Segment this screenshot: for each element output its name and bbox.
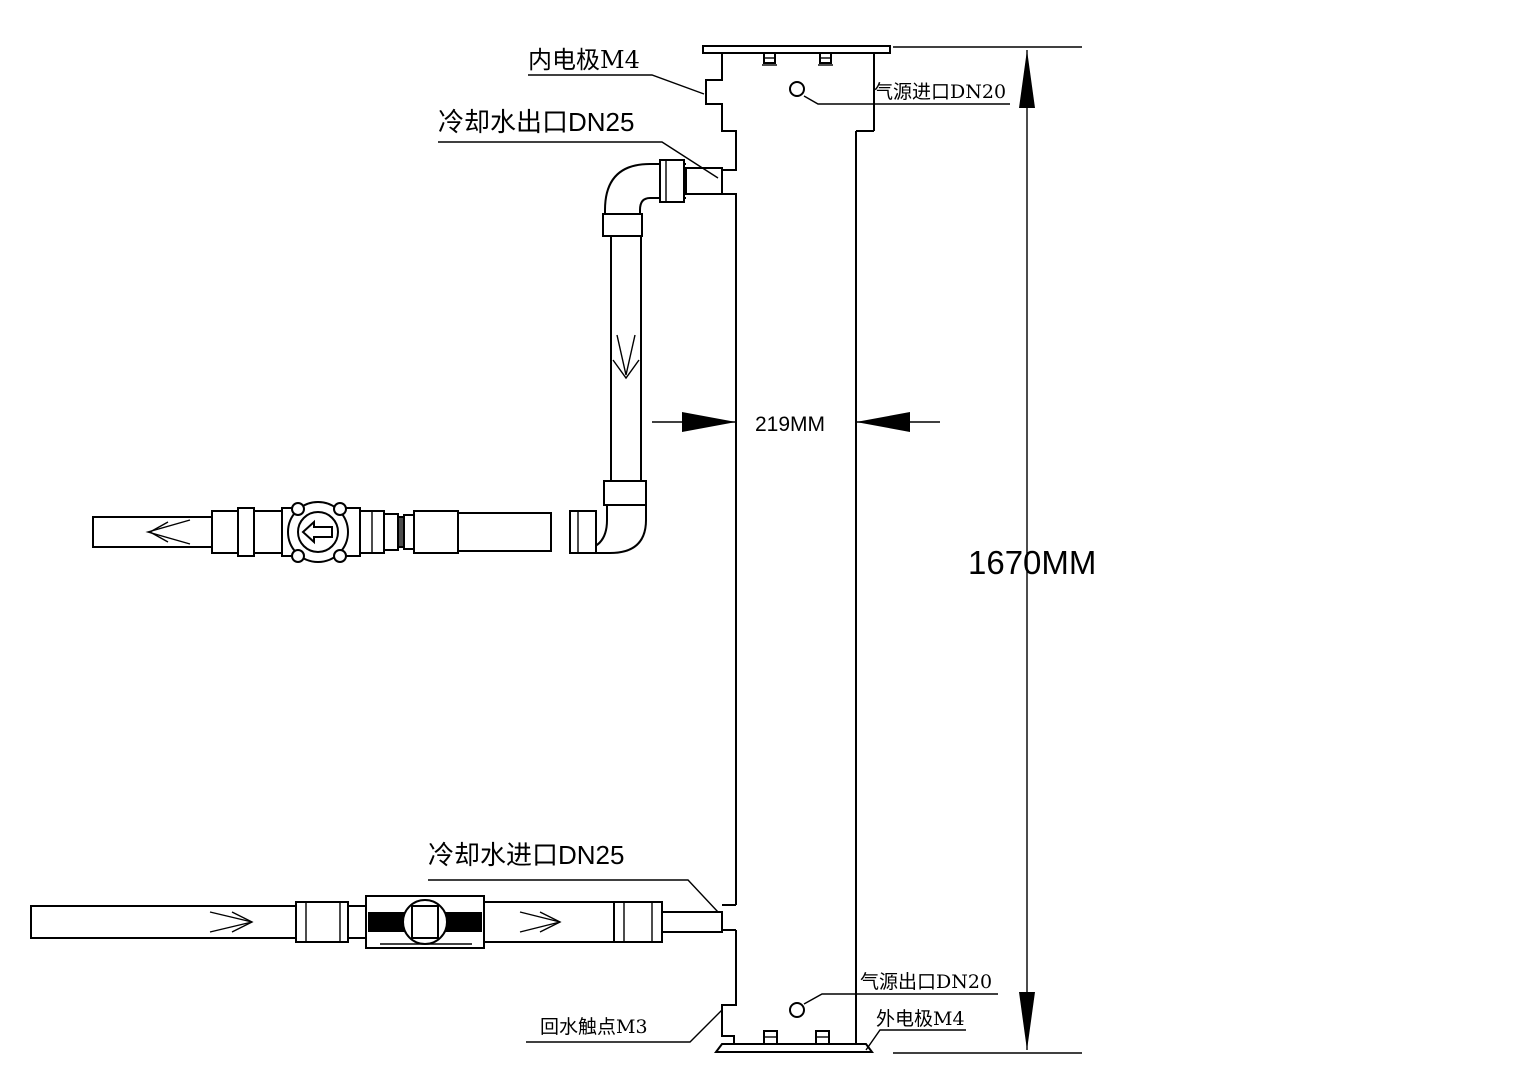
gas-outlet-label: 气源出口DN20 <box>860 971 992 993</box>
height-dimension <box>893 46 1082 1054</box>
outlet-piping <box>92 159 723 563</box>
left-arrow-icon <box>145 519 191 545</box>
return-contact-label: 回水触点M3 <box>540 1016 648 1038</box>
width-dimension <box>652 412 940 432</box>
inlet-piping <box>30 895 723 949</box>
coolant-inlet-label: 冷却水进口DN25 <box>428 840 624 870</box>
right-arrow-icon <box>209 911 254 933</box>
right-arrow-icon <box>519 911 562 933</box>
coolant-outlet-label: 冷却水出口DN25 <box>438 107 634 137</box>
top-bolts <box>762 52 833 66</box>
flow-meter-icon <box>281 501 361 563</box>
vessel-body <box>702 45 891 1053</box>
down-arrow-icon <box>612 334 640 380</box>
leader-lines <box>428 74 1010 1051</box>
width-dimension-label: 219MM <box>755 413 825 436</box>
gas-inlet-label: 气源进口DN20 <box>874 81 1006 103</box>
gas-inlet-port <box>789 81 805 97</box>
gas-outlet-port <box>789 1002 805 1018</box>
outer-electrode-label: 外电极M4 <box>876 1008 965 1030</box>
inner-electrode-label: 内电极M4 <box>528 46 640 74</box>
height-dimension-label: 1670MM <box>968 544 1096 581</box>
bottom-bolts <box>763 1030 830 1045</box>
ball-valve-icon <box>365 895 485 949</box>
